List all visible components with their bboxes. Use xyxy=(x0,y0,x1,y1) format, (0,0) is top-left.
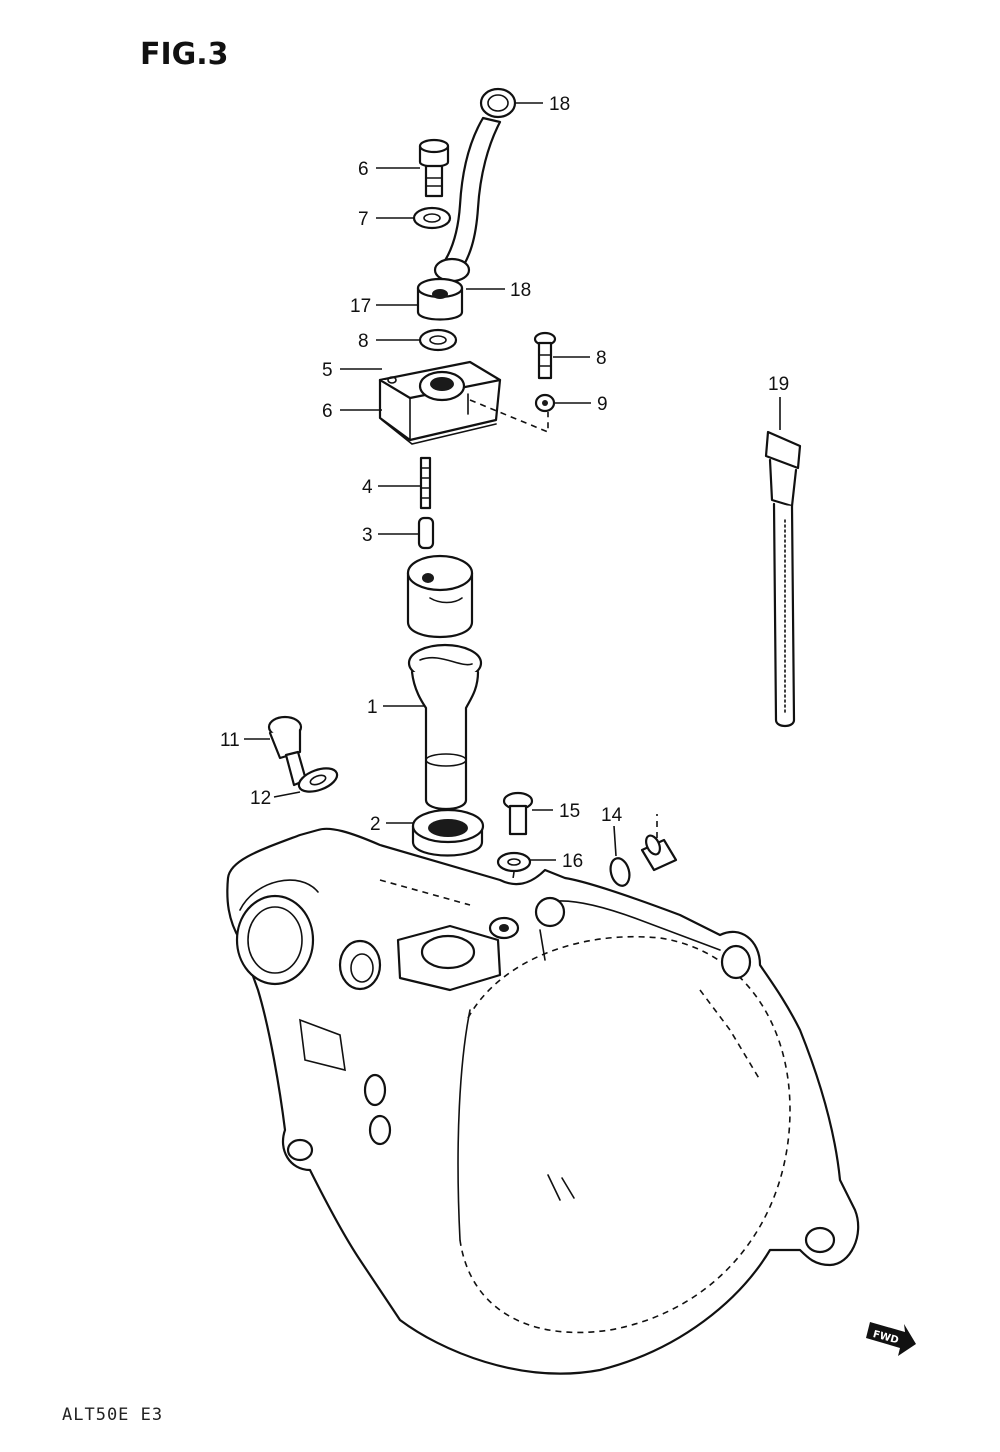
callout-14: 14 xyxy=(601,805,623,857)
svg-text:3: 3 xyxy=(362,525,373,546)
callout-11: 11 xyxy=(220,730,270,751)
part-1-shaft xyxy=(407,643,483,811)
svg-text:8: 8 xyxy=(596,348,607,369)
part-16-washer xyxy=(496,851,532,873)
figure-title: FIG.3 xyxy=(140,37,229,72)
svg-text:16: 16 xyxy=(562,851,583,872)
svg-text:17: 17 xyxy=(350,296,371,317)
svg-text:11: 11 xyxy=(220,730,240,751)
figure-code: ALT50E E3 xyxy=(62,1405,163,1425)
callout-4: 4 xyxy=(362,477,420,498)
callout-19: 19 xyxy=(768,374,789,430)
svg-text:15: 15 xyxy=(559,801,580,822)
svg-text:18: 18 xyxy=(549,94,570,115)
part-11-bolt xyxy=(267,715,308,787)
part-2-oil-seal xyxy=(411,808,485,857)
part-18-clamp-lower xyxy=(433,257,471,283)
svg-text:14: 14 xyxy=(601,805,623,826)
part-18-clamp-top xyxy=(479,87,517,119)
part-6-gasket xyxy=(381,419,497,445)
part-3-dowel xyxy=(417,516,435,550)
part-5-cover-cap xyxy=(378,360,502,442)
dowel-pin xyxy=(640,834,678,872)
part-19-strap xyxy=(764,430,802,728)
callout-group: 18 6 7 18 17 8 8 5 xyxy=(220,94,789,872)
callout-18-lower: 18 xyxy=(466,280,531,301)
callout-8-lower: 8 xyxy=(358,331,420,352)
callout-16: 16 xyxy=(530,851,583,872)
callout-17: 17 xyxy=(350,296,418,317)
callout-18-top: 18 xyxy=(515,94,570,115)
oil-pump-housing xyxy=(406,554,474,638)
callout-5: 5 xyxy=(322,360,382,381)
svg-text:5: 5 xyxy=(322,360,333,381)
part-10-washer xyxy=(534,393,556,413)
part-12-washer xyxy=(297,767,339,793)
part-9-screw xyxy=(533,331,557,380)
crankcase-cover xyxy=(226,827,860,1375)
svg-text:12: 12 xyxy=(250,788,271,809)
svg-text:6: 6 xyxy=(358,159,369,180)
part-15-bolt xyxy=(502,791,534,836)
breather-hose xyxy=(438,116,502,276)
svg-text:19: 19 xyxy=(768,374,789,395)
part-14-o-ring xyxy=(609,857,631,887)
part-8-washer-lower xyxy=(418,328,458,352)
callout-3: 3 xyxy=(362,525,418,546)
callout-7: 6 xyxy=(358,159,420,180)
callout-12: 12 xyxy=(250,788,301,809)
svg-text:4: 4 xyxy=(362,477,373,498)
svg-text:6: 6 xyxy=(322,401,333,422)
part-17-fitting xyxy=(416,277,464,321)
callout-6: 6 xyxy=(322,401,382,422)
svg-text:18: 18 xyxy=(510,280,531,301)
fwd-arrow-badge: FWD xyxy=(866,1322,916,1356)
svg-text:1: 1 xyxy=(367,697,378,718)
callout-8-upper: 7 xyxy=(358,209,414,230)
svg-text:9: 9 xyxy=(597,394,608,415)
callout-15: 15 xyxy=(532,801,580,822)
callout-10: 9 xyxy=(555,394,608,415)
callout-9: 8 xyxy=(553,348,607,369)
part-4-pin xyxy=(419,456,432,510)
callout-2: 2 xyxy=(370,814,413,835)
part-8-washer-upper xyxy=(412,206,452,230)
svg-text:2: 2 xyxy=(370,814,381,835)
svg-text:7: 7 xyxy=(358,209,369,230)
svg-text:8: 8 xyxy=(358,331,369,352)
callout-1: 1 xyxy=(367,697,424,718)
part-7-bolt xyxy=(418,138,450,198)
